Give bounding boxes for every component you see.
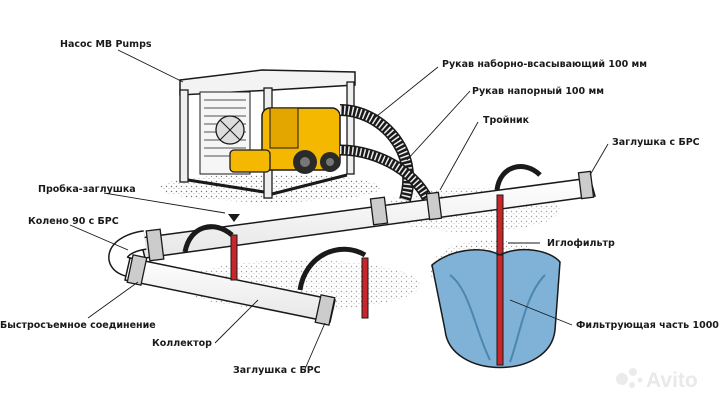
label-suction-hose: Рукав наборно-всасывающий 100 мм bbox=[442, 59, 647, 70]
watermark: Avito bbox=[616, 368, 698, 392]
collector-pipe-upper bbox=[139, 170, 596, 262]
tee-fitting bbox=[425, 191, 443, 221]
label-needle-filter: Иглофильтр bbox=[547, 238, 615, 249]
label-elbow: Колено 90 с БРС bbox=[28, 216, 119, 227]
avito-logo-icon bbox=[616, 368, 643, 388]
end-cap-bottom bbox=[314, 294, 336, 326]
collector-pipe-lower bbox=[124, 254, 336, 326]
hoses bbox=[339, 104, 436, 208]
label-plug: Пробка-заглушка bbox=[38, 184, 136, 195]
riser-2 bbox=[361, 257, 369, 319]
riser-hoses bbox=[182, 164, 542, 291]
label-quick-coupling: Быстросъемное соединение bbox=[0, 320, 156, 331]
pump-body bbox=[229, 107, 341, 174]
riser-1 bbox=[230, 234, 238, 281]
watermark-text: Avito bbox=[646, 369, 698, 392]
water-well bbox=[431, 248, 561, 369]
end-cap-top bbox=[577, 170, 595, 200]
label-end-cap-top: Заглушка с БРС bbox=[612, 137, 700, 148]
pump-unit bbox=[179, 69, 356, 199]
label-pump: Насос MB Pumps bbox=[60, 39, 152, 50]
label-filter-part: Фильтрующая часть 1000 мм bbox=[576, 320, 720, 331]
plug-icon bbox=[228, 214, 240, 222]
leader-lines bbox=[69, 49, 609, 370]
label-pressure-hose: Рукав напорный 100 мм bbox=[472, 86, 604, 97]
label-tee: Тройник bbox=[483, 115, 530, 126]
label-end-cap-bottom: Заглушка с БРС bbox=[233, 365, 321, 376]
label-collector: Коллектор bbox=[152, 338, 212, 349]
